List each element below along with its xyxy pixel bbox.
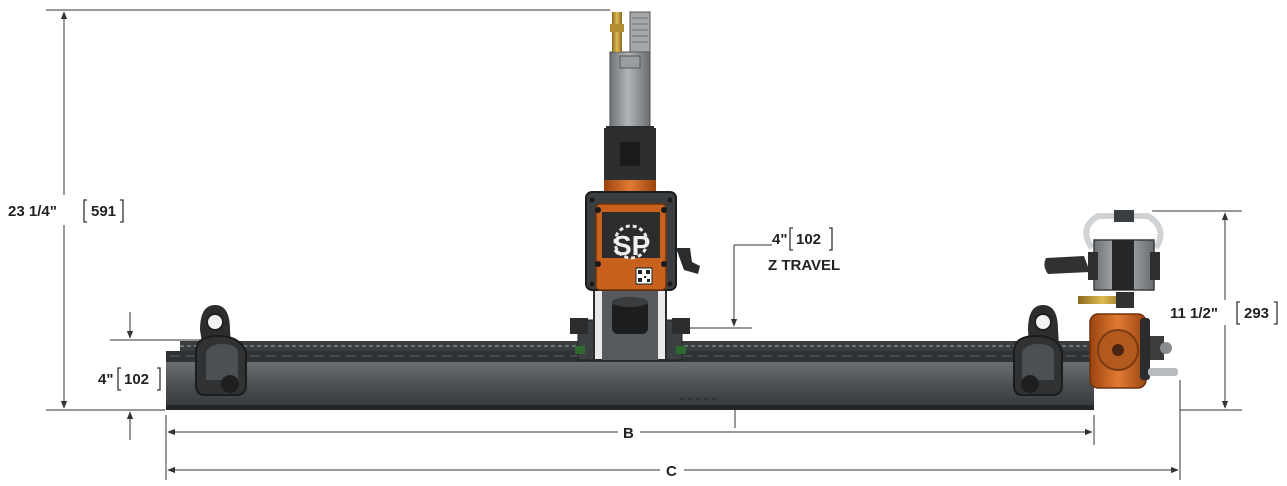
overall-height-metric: 591 [91,203,116,220]
length-c-label: C [666,463,677,480]
side-height-imperial: 11 1/2" [1170,305,1218,322]
feed-drive-unit [1044,210,1178,389]
dim-rail-height: 4" 102 [98,367,161,391]
z-travel-label: Z TRAVEL [768,257,840,274]
z-travel-imperial: 4" [772,231,787,248]
dim-side-height: 11 1/2" 293 [1170,301,1278,325]
rail-clamp-right [1013,305,1063,396]
brand-logo: SP [613,230,650,261]
gear-logo-icon [613,224,649,260]
feed-handwheel [1140,318,1150,380]
dimension-lines [46,9,1242,480]
z-travel-metric: 102 [796,231,821,248]
side-height-metric: 293 [1244,305,1269,322]
rail-clamp-left [195,305,247,396]
rail-bottom-edge [166,405,1094,410]
overall-height-imperial: 23 1/4" [8,203,57,220]
rail-height-metric: 102 [124,371,149,388]
rail-height-imperial: 4" [98,371,113,388]
dim-z-travel: 4" 102 Z TRAVEL [768,227,840,274]
rail-body [166,362,1094,408]
dim-overall-height: 23 1/4" 591 [8,199,124,223]
spindle-carriage: SP [570,11,700,361]
length-b-label: B [623,425,634,442]
